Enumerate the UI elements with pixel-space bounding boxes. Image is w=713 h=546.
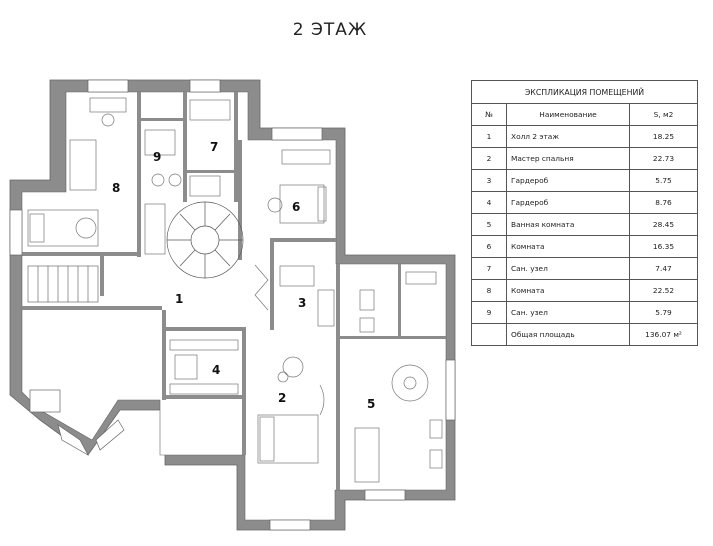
room-schedule-table: ЭКСПЛИКАЦИЯ ПОМЕЩЕНИЙ № Наименование S, … — [471, 80, 698, 346]
room-name: Мастер спальня — [506, 147, 630, 170]
room-number: 6 — [471, 235, 507, 258]
room-name: Комната — [506, 279, 630, 302]
room-label-9: 9 — [153, 150, 161, 164]
room-area: 22.52 — [629, 279, 698, 302]
room-name: Сан. узел — [506, 257, 630, 280]
page-title: 2 ЭТАЖ — [292, 20, 368, 40]
room-number: 2 — [471, 147, 507, 170]
total-label: Общая площадь — [506, 323, 630, 346]
room-name: Ванная комната — [506, 213, 630, 236]
room-number: 5 — [471, 213, 507, 236]
table-caption: ЭКСПЛИКАЦИЯ ПОМЕЩЕНИЙ — [471, 80, 698, 104]
header-name: Наименование — [506, 103, 630, 126]
room-label-4: 4 — [212, 363, 220, 377]
room-area: 22.73 — [629, 147, 698, 170]
room-label-7: 7 — [210, 140, 218, 154]
room-area: 7.47 — [629, 257, 698, 280]
total-value: 136.07 м² — [629, 323, 698, 346]
room-name: Гардероб — [506, 169, 630, 192]
room-area: 28.45 — [629, 213, 698, 236]
room-number: 1 — [471, 125, 507, 148]
room-label-8: 8 — [112, 181, 120, 195]
furniture — [27, 97, 443, 483]
room-labels: 1 2 3 4 5 6 7 8 9 — [112, 140, 375, 411]
header-num: № — [471, 103, 507, 126]
windows — [9, 79, 456, 531]
total-num-cell — [471, 323, 507, 346]
room-area: 16.35 — [629, 235, 698, 258]
room-name: Холл 2 этаж — [506, 125, 630, 148]
room-name: Гардероб — [506, 191, 630, 214]
room-name: Сан. узел — [506, 301, 630, 324]
header-area: S, м2 — [629, 103, 698, 126]
room-label-2: 2 — [278, 391, 286, 405]
room-area: 18.25 — [629, 125, 698, 148]
room-label-3: 3 — [298, 296, 306, 310]
room-number: 8 — [471, 279, 507, 302]
room-area: 8.76 — [629, 191, 698, 214]
room-label-5: 5 — [367, 397, 375, 411]
room-label-1: 1 — [175, 292, 183, 306]
partition-walls — [22, 92, 446, 490]
room-area: 5.79 — [629, 301, 698, 324]
room-number: 4 — [471, 191, 507, 214]
room-area: 5.75 — [629, 169, 698, 192]
spiral-staircase — [166, 201, 244, 279]
room-number: 9 — [471, 301, 507, 324]
straight-staircase — [27, 265, 99, 303]
room-number: 3 — [471, 169, 507, 192]
room-name: Комната — [506, 235, 630, 258]
room-label-6: 6 — [292, 200, 300, 214]
floor-plan: 1 2 3 4 5 6 7 8 9 — [9, 79, 456, 531]
room-number: 7 — [471, 257, 507, 280]
